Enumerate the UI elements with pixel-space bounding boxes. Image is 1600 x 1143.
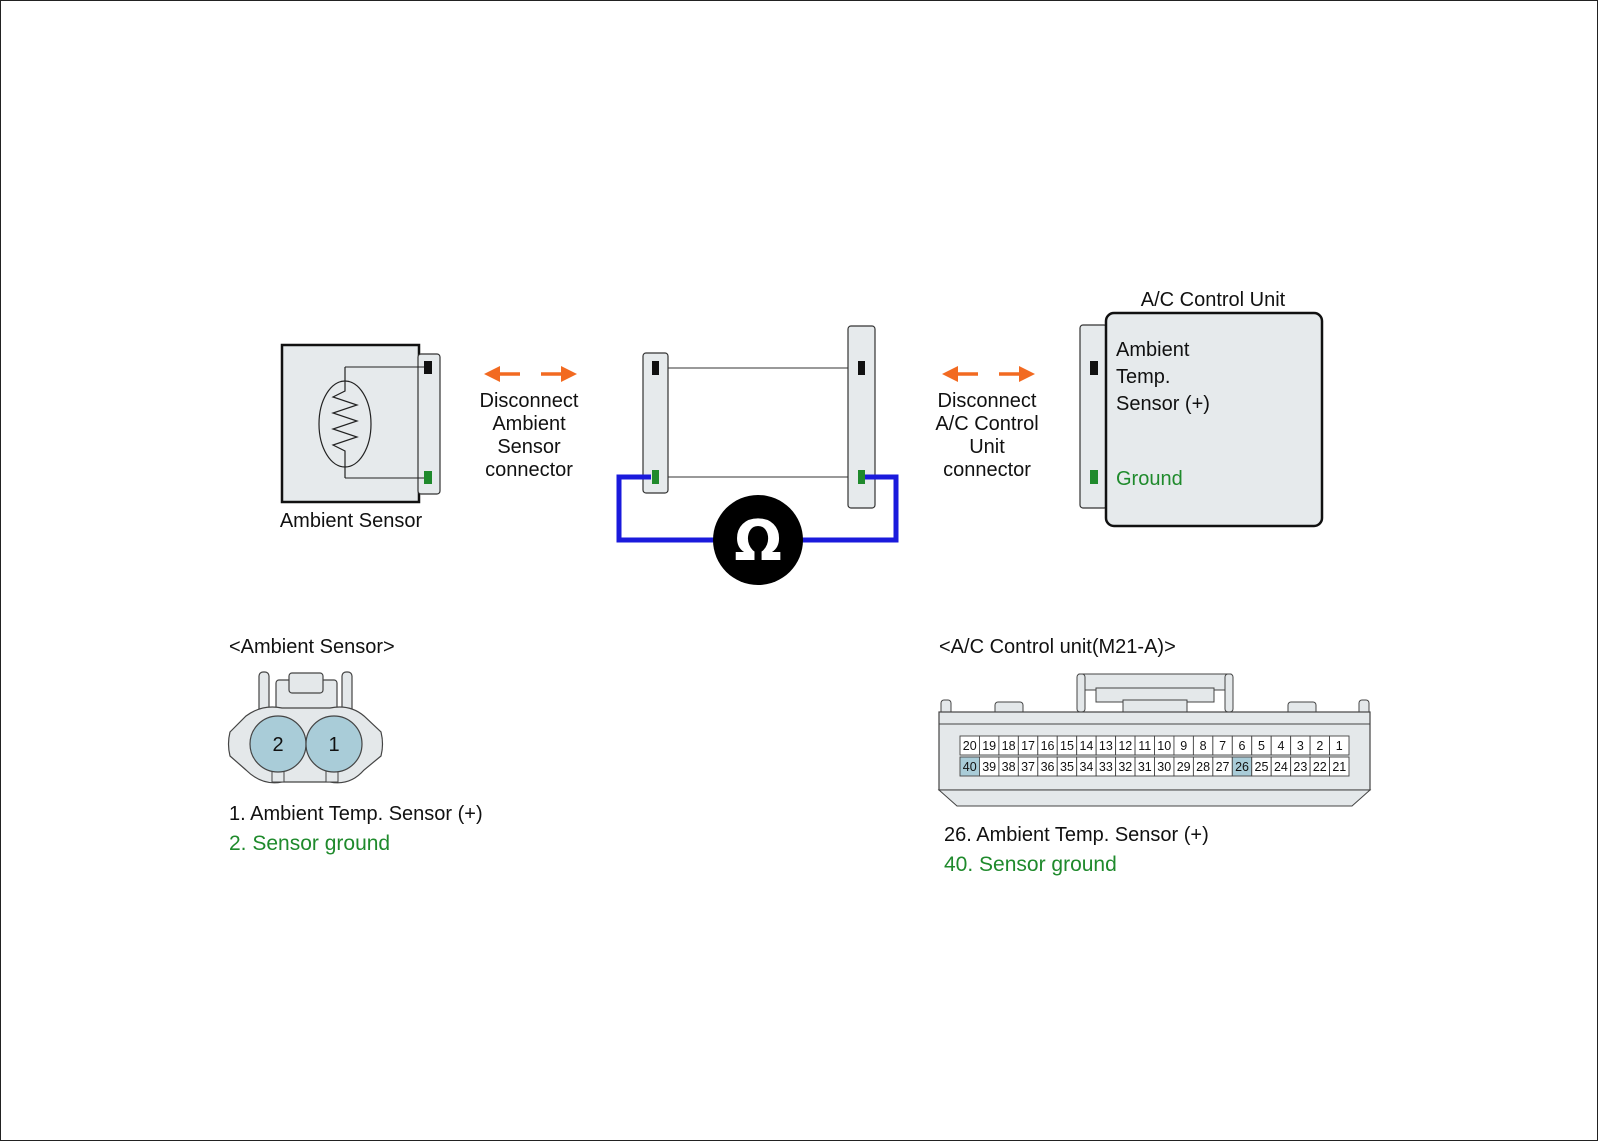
- ac-connector-pin-label: 3: [1297, 739, 1304, 753]
- harness-connector-left: [642, 352, 669, 494]
- ac-connector-pin-label: 17: [1021, 739, 1035, 753]
- ac-connector-pin-label: 30: [1157, 760, 1171, 774]
- disconnect-left-line-1: Disconnect: [480, 390, 579, 412]
- ac-connector-pin-label: 16: [1041, 739, 1055, 753]
- ac-connector-pin-label: 31: [1138, 760, 1152, 774]
- ac-connector-pin-label: 19: [982, 739, 996, 753]
- ac-connector-pin-21: [1329, 756, 1350, 777]
- ambient-sensor-body: [280, 343, 421, 504]
- ambient-connector-title: <Ambient Sensor>: [229, 636, 395, 658]
- ac-connector-pin-label: 13: [1099, 739, 1113, 753]
- double-arrow-icon: [942, 366, 1035, 382]
- probe-wire-left: [616, 474, 718, 543]
- disconnect-right-line-2: A/C Control: [935, 413, 1038, 435]
- ac-connector-pin-label: 21: [1332, 760, 1346, 774]
- double-arrow-icon: [484, 366, 577, 382]
- ac-connector-title: <A/C Control unit(M21-A)>: [939, 636, 1176, 658]
- ac-connector-row-bottom: 40 39 38 37 36 35 34 33 32 31 30 29 28 27 26 25 24 23 22 21: [959, 756, 1350, 777]
- omega-icon: Ω: [734, 509, 782, 574]
- disconnect-right-line-4: connector: [943, 459, 1031, 481]
- ambient-sensor-label: Ambient Sensor: [280, 510, 423, 532]
- ac-connector-pin-label: 10: [1157, 739, 1171, 753]
- ac-connector-pin-label: 7: [1219, 739, 1226, 753]
- harness-right-pin-signal: [858, 361, 865, 375]
- ac-connector-pin-label: 11: [1138, 739, 1151, 753]
- disconnect-right-line-3: Unit: [969, 436, 1005, 458]
- ac-connector-pin-label: 26: [1235, 760, 1249, 774]
- ambient-connector-pin-2-label: 2: [272, 734, 283, 756]
- ac-pin-signal: [1090, 361, 1098, 375]
- ac-connector-pin-label: 20: [963, 739, 977, 753]
- ac-connector-pin-label: 24: [1274, 760, 1288, 774]
- ac-pin-ground: [1090, 470, 1098, 484]
- ac-control-unit-body: [1104, 311, 1324, 528]
- ac-control-unit: A/C Control Unit Ambient Temp. Sensor (+…: [1079, 289, 1324, 528]
- ambient-connector-pin-1-label: 1: [328, 734, 339, 756]
- ac-connector-pin-label: 33: [1099, 760, 1113, 774]
- thermistor-zigzag-icon: [318, 366, 428, 479]
- ac-legend-line-1: 26. Ambient Temp. Sensor (+): [944, 824, 1209, 846]
- ambient-legend-line-2: 2. Sensor ground: [229, 832, 390, 855]
- disconnect-left-line-4: connector: [485, 459, 573, 481]
- ac-sensor-label-line-1: Ambient: [1116, 339, 1190, 361]
- ac-connector-pin-label: 39: [982, 760, 996, 774]
- ac-connector-pin-label: 12: [1118, 739, 1132, 753]
- harness-connector-right: [847, 325, 876, 509]
- ac-connector-pin-label: 2: [1316, 739, 1323, 753]
- ac-sensor-label-line-2: Temp.: [1116, 366, 1170, 388]
- harness-left-pin-signal: [652, 361, 659, 375]
- ac-connector-pin-label: 23: [1293, 760, 1307, 774]
- ambient-sensor: Ambient Sensor: [280, 343, 441, 532]
- ac-sensor-label-line-3: Sensor (+): [1116, 393, 1210, 415]
- ambient-sensor-pin-ground: [424, 471, 432, 484]
- harness-left-pin-ground: [652, 470, 659, 484]
- ac-connector-pin-label: 34: [1079, 760, 1093, 774]
- ambient-legend-line-1: 1. Ambient Temp. Sensor (+): [229, 803, 483, 825]
- ac-connector-pin-label: 32: [1118, 760, 1132, 774]
- disconnect-left-line-2: Ambient: [492, 413, 566, 435]
- harness-right-pin-ground: [858, 470, 865, 484]
- ac-connector-pin-label: 6: [1239, 739, 1246, 753]
- ambient-connector-pin-1: [305, 715, 363, 773]
- ac-connector-pin-label: 25: [1255, 760, 1269, 774]
- ac-ground-label: Ground: [1116, 468, 1183, 490]
- ac-connector-pin-label: 35: [1060, 760, 1074, 774]
- probe-wire-right: [800, 474, 899, 543]
- ac-control-unit-title: A/C Control Unit: [1141, 289, 1286, 311]
- ac-connector-pin-label: 28: [1196, 760, 1210, 774]
- ac-connector-pin-label: 4: [1277, 739, 1284, 753]
- ambient-sensor-pin-signal: [424, 361, 432, 374]
- ac-connector-pin-label: 5: [1258, 739, 1265, 753]
- disconnect-right-line-1: Disconnect: [938, 390, 1037, 412]
- ac-connector-pin-label: 38: [1002, 760, 1016, 774]
- ac-connector-pin-label: 9: [1180, 739, 1187, 753]
- ac-connector-pin-label: 36: [1041, 760, 1055, 774]
- ac-connector-pin-label: 22: [1313, 760, 1327, 774]
- disconnect-left-line-3: Sensor: [497, 436, 561, 458]
- ac-connector-pin-label: 40: [963, 760, 977, 774]
- ac-connector-pin-label: 14: [1079, 739, 1093, 753]
- ac-connector-pin-label: 37: [1021, 760, 1035, 774]
- ac-connector-pin-label: 8: [1200, 739, 1207, 753]
- ac-legend-line-2: 40. Sensor ground: [944, 853, 1117, 876]
- ohmmeter: Ω: [713, 495, 803, 585]
- ambient-connector-face: 2 1: [227, 671, 384, 784]
- ac-connector-pin-label: 1: [1336, 739, 1343, 753]
- ac-connector-pin-1: [1329, 735, 1350, 756]
- ac-connector-pin-label: 18: [1002, 739, 1016, 753]
- wiring-harness: [642, 325, 876, 509]
- ac-connector-pin-label: 15: [1060, 739, 1074, 753]
- ac-connector-pin-label: 29: [1177, 760, 1191, 774]
- ambient-sensor-plug: [417, 353, 441, 495]
- ac-connector-pin-label: 27: [1216, 760, 1230, 774]
